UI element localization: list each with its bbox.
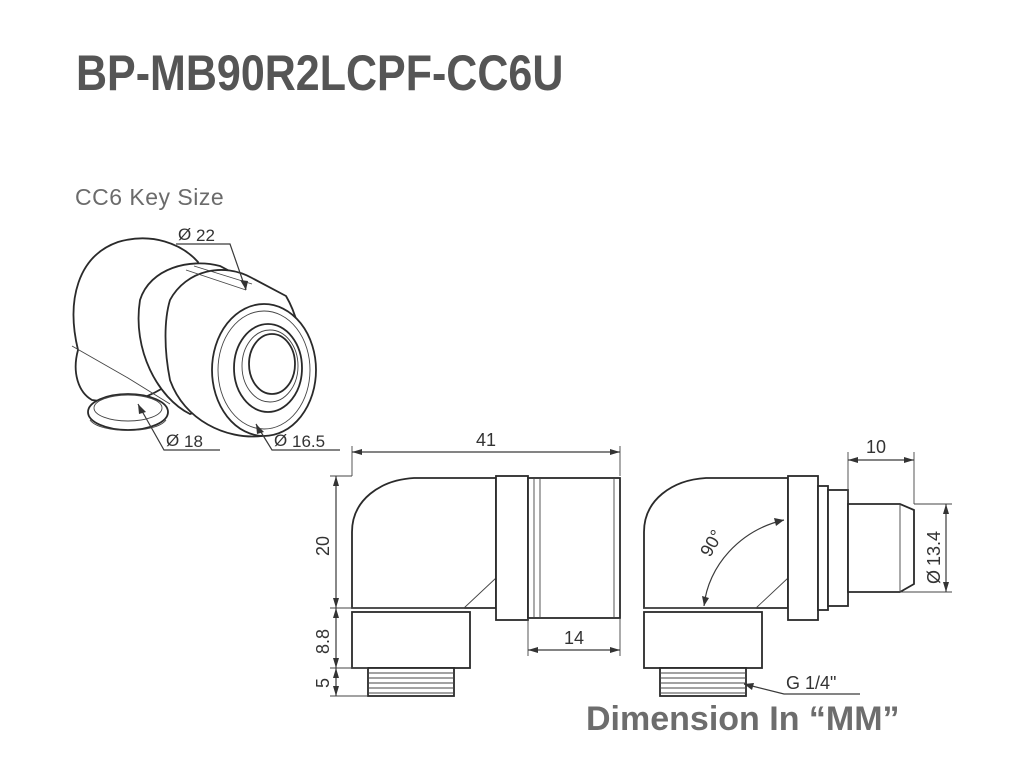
iso-face-ring xyxy=(217,310,311,430)
front-dim-41-value: 41 xyxy=(476,430,496,450)
side-dim-10-arrow-r xyxy=(904,457,914,463)
front-vdim-arrow-2 xyxy=(333,598,339,608)
iso-d18-value: 18 xyxy=(184,432,203,451)
iso-elbow-seam xyxy=(71,345,171,405)
side-elbow-seam xyxy=(644,577,789,609)
product-code-title: BP-MB90R2LCPF-CC6U xyxy=(76,45,564,101)
front-dim-14-value: 14 xyxy=(564,628,584,648)
iso-d16-symbol: Ø xyxy=(274,431,287,450)
side-view: 90° 10 Ø 13.4 G 1/4" xyxy=(643,437,952,697)
front-vdim-arrow-6 xyxy=(333,686,339,696)
side-thread xyxy=(659,667,747,697)
iso-d16-arrow xyxy=(256,424,264,434)
iso-d22-value: 22 xyxy=(196,226,215,245)
side-thread-lines xyxy=(660,672,746,694)
side-dim-13-value: 13.4 xyxy=(924,531,944,566)
iso-d18-arrow xyxy=(138,404,146,414)
front-view: 41 20 8.8 5 14 xyxy=(313,430,621,697)
front-thread xyxy=(367,667,455,697)
iso-d22-leader xyxy=(176,243,247,291)
front-vdim-arrow-3 xyxy=(333,608,339,618)
iso-d18-symbol: Ø xyxy=(166,431,179,450)
front-dim-41-arrow-l xyxy=(352,449,362,455)
side-barb xyxy=(847,503,915,593)
iso-d22-arrow xyxy=(240,280,248,290)
front-dim-20-value: 20 xyxy=(313,536,333,556)
iso-thread-inner xyxy=(93,394,163,422)
side-dim-13-arrow-b xyxy=(943,582,949,592)
front-vdim-arrow-1 xyxy=(333,476,339,486)
front-flange xyxy=(495,475,529,621)
front-dim-5-value: 5 xyxy=(313,678,333,688)
units-footer: Dimension In “MM” xyxy=(586,700,900,738)
front-dim-14-arrow-r xyxy=(610,647,620,653)
front-elbow-seam xyxy=(352,577,497,609)
iso-bore-ring xyxy=(241,329,299,403)
iso-ring-line-1 xyxy=(185,269,247,291)
front-lower-body xyxy=(351,611,471,669)
side-dim-13-symbol: Ø xyxy=(924,570,944,584)
side-dim-10-value: 10 xyxy=(866,437,886,457)
side-dim-10-arrow-l xyxy=(848,457,858,463)
side-thread-leader xyxy=(743,683,860,695)
side-elbow xyxy=(643,477,789,609)
iso-thread-bottom xyxy=(89,419,167,431)
iso-d16-value: 16.5 xyxy=(292,432,325,451)
front-vdim-arrow-5 xyxy=(333,668,339,678)
side-lower-body xyxy=(643,611,763,669)
side-angle-arrow-2 xyxy=(702,596,709,606)
iso-bore xyxy=(248,333,296,395)
front-dim-14-arrow-l xyxy=(528,647,538,653)
side-flange xyxy=(787,475,819,621)
side-angle-arrow-1 xyxy=(774,518,784,526)
side-ring xyxy=(817,485,829,611)
iso-d22-symbol: Ø xyxy=(178,225,191,244)
front-thread-lines xyxy=(368,672,454,694)
key-size-label: CC6 Key Size xyxy=(75,184,225,210)
front-sleeve xyxy=(527,477,621,619)
side-collar xyxy=(827,489,849,607)
iso-thread-outer xyxy=(87,393,169,431)
iso-d18-leader xyxy=(137,403,220,451)
side-thread-arrow xyxy=(744,683,754,690)
side-angle-arc xyxy=(703,519,785,607)
side-dim-13-arrow-t xyxy=(943,504,949,514)
front-elbow xyxy=(351,477,497,609)
side-thread-value: G 1/4" xyxy=(786,673,836,693)
front-vdim-arrow-4 xyxy=(333,658,339,668)
front-dim-41-arrow-r xyxy=(610,449,620,455)
front-dim-8-8-value: 8.8 xyxy=(313,629,333,654)
isometric-view: Ø 22 Ø 18 Ø 16.5 xyxy=(71,225,340,451)
